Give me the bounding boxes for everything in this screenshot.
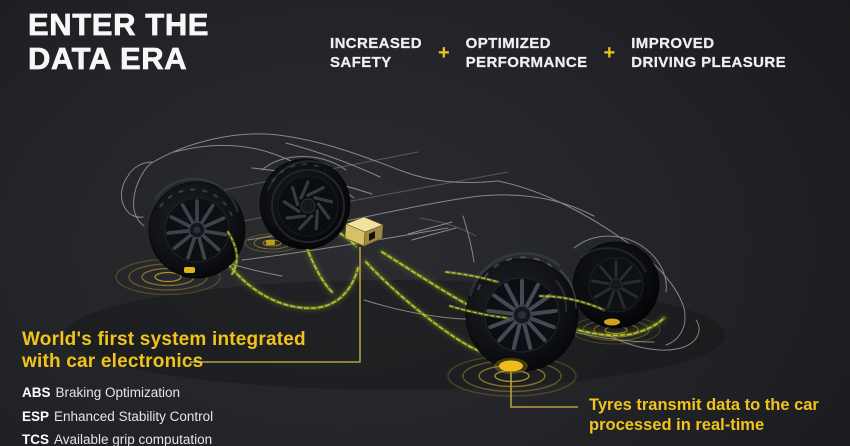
callout-left-heading: World's first system integrated with car… [22,329,306,373]
rear-near-wheel [148,177,246,279]
callout-system-integration: World's first system integrated with car… [22,329,306,446]
benefit-increased-safety: INCREASED SAFETY [330,35,422,72]
plus-icon: + [437,41,450,64]
callout-tyre-data: Tyres transmit data to the car processed… [589,396,819,435]
tyre-sensor-rear-far [266,240,275,245]
front-near-wheel [465,251,579,374]
benefit-optimized-performance: OPTIMIZED PERFORMANCE [465,35,588,72]
tyre-sensor-front-near [499,360,523,372]
tyre-sensor-rear-near [184,267,195,273]
front-far-wheel [572,241,660,329]
callout-connectors [190,247,578,408]
title-line-1: ENTER THE [28,7,210,42]
benefits-strip: INCREASED SAFETY + OPTIMIZED PERFORMANCE… [330,34,786,72]
plus-icon: + [603,41,616,64]
ecu-box [344,216,384,247]
ecu-connector-line [190,247,361,363]
ecu-port [369,231,375,241]
tyre-connector-line [510,372,578,408]
rear-far-wheel [259,158,351,250]
tyre-sensor-front-far [604,318,620,326]
page-title: ENTER THE DATA ERA [28,7,210,77]
data-stream-overlays [226,230,606,320]
benefit-improved-driving-pleasure: IMPROVED DRIVING PLEASURE [631,35,786,72]
title-line-2: DATA ERA [28,41,188,77]
